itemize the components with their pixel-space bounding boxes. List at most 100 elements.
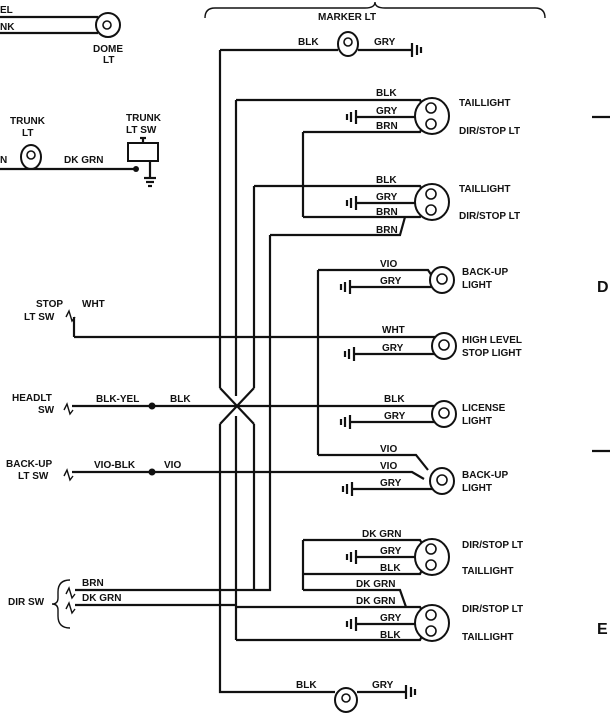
wire-label: GRY (374, 37, 396, 48)
trunk-light-circuit: TRUNK LT N DK GRN TRUNK LT SW (0, 113, 162, 188)
wire-label: GRY (380, 613, 402, 624)
dir-stop-a-label: DIR/STOP LT (459, 126, 520, 137)
wire-label: BLK (380, 563, 401, 574)
trunk-switch-label: TRUNK (126, 113, 162, 124)
wire-label: GRY (380, 478, 402, 489)
grid-label-e: E (597, 621, 608, 638)
wire-label: N (0, 155, 7, 166)
marker-light-label: MARKER LT (318, 12, 376, 23)
wire-label: WHT (82, 299, 105, 310)
headlight-switch-label: SW (38, 405, 55, 416)
taillight-assembly-b: BLK GRY BRN BRN TAILLIGHT DIR/STOP LT (254, 175, 520, 237)
wire-label: BLK (170, 394, 191, 405)
trunk-light-bulb (20, 144, 42, 170)
license-light-bulb (431, 400, 457, 428)
harness-trunk (218, 48, 338, 694)
grid-label-d: D (597, 279, 609, 296)
taillight-c-label: TAILLIGHT (462, 566, 513, 577)
taillight-assembly-c: DK GRN GRY BLK DIR/STOP LT TAILLIGHT (303, 529, 523, 577)
backup-light-a: VIO GRY BACK-UP LIGHT (318, 259, 508, 294)
wire-label: WHT (382, 325, 405, 336)
wire-label: BLK-YEL (96, 394, 139, 405)
wire-label: DK GRN (64, 155, 103, 166)
backup-light-b-bulb (429, 467, 455, 495)
wire-label: NK (0, 22, 15, 33)
bottom-marker-bulb (334, 687, 358, 713)
taillight-assembly-d: DK GRN DK GRN GRY BLK DIR/STOP LT TAILLI… (236, 579, 523, 643)
dome-light-circuit: EL NK DOME LT (0, 5, 123, 66)
high-level-stop-label: STOP LIGHT (462, 348, 522, 359)
dir-stop-c-label: DIR/STOP LT (462, 540, 523, 551)
wire-label: EL (0, 5, 13, 16)
trunk-light-switch (127, 142, 159, 162)
dir-stop-b-label: DIR/STOP LT (459, 211, 520, 222)
wire-label: BRN (376, 225, 398, 236)
dome-light-bulb (95, 12, 121, 38)
backup-light-a-label: BACK-UP (462, 267, 508, 278)
wire-label: GRY (372, 680, 394, 691)
wire-label: VIO (380, 444, 397, 455)
grid-margin: D E (592, 115, 610, 638)
stop-switch-label: STOP (36, 299, 63, 310)
wire-label: VIO (164, 460, 181, 471)
wire-label: GRY (376, 106, 398, 117)
taillight-b-bulb (414, 183, 450, 221)
wire-label: BLK (296, 680, 317, 691)
dome-light-label: DOME (93, 44, 123, 55)
taillight-d-bulb (414, 604, 450, 642)
taillight-a-label: TAILLIGHT (459, 98, 510, 109)
wire-label: GRY (384, 411, 406, 422)
high-level-stop-label: HIGH LEVEL (462, 335, 522, 346)
headlight-switch-label: HEADLT (12, 393, 52, 404)
taillight-a-bulb (414, 97, 450, 135)
taillight-c-bulb (414, 538, 450, 576)
marker-light: MARKER LT BLK GRY (298, 12, 423, 57)
stop-switch-label: LT SW (24, 312, 55, 323)
license-light-label: LIGHT (462, 416, 492, 427)
dir-stop-d-label: DIR/STOP LT (462, 604, 523, 615)
taillight-d-label: TAILLIGHT (462, 632, 513, 643)
wire-label: VIO-BLK (94, 460, 136, 471)
wire-label: BRN (82, 578, 104, 589)
backup-light-b-label: BACK-UP (462, 470, 508, 481)
stop-light-switch-circuit: STOP LT SW WHT WHT GRY HIGH LEVEL STOP L… (24, 299, 522, 361)
wire-label: VIO (380, 259, 397, 270)
wire-label: DK GRN (362, 529, 401, 540)
trunk-switch-label: LT SW (126, 125, 157, 136)
license-light-label: LICENSE (462, 403, 506, 414)
backup-light-b-label: LIGHT (462, 483, 492, 494)
wire-label: GRY (376, 192, 398, 203)
dome-light-label: LT (103, 55, 114, 66)
wire-label: GRY (382, 343, 404, 354)
wire-label: BLK (376, 175, 397, 186)
backup-switch-circuit: BACK-UP LT SW VIO-BLK VIO VIO VIO GRY BA… (6, 444, 508, 496)
marker-group-brace (204, 1, 546, 19)
backup-switch-label: LT SW (18, 471, 49, 482)
headlight-switch-circuit: HEADLT SW BLK-YEL BLK BLK GRY LICENSE LI… (12, 393, 506, 429)
wire-label: BLK (298, 37, 319, 48)
wire-label: DK GRN (356, 596, 395, 607)
wire-label: GRY (380, 546, 402, 557)
dir-switch-label: DIR SW (8, 597, 45, 608)
marker-light-bulb (337, 31, 359, 57)
backup-light-a-bulb (429, 266, 455, 294)
trunk-light-label: TRUNK (10, 116, 46, 127)
bottom-marker-light: BLK GRY (296, 680, 417, 713)
wire-label: DK GRN (82, 593, 121, 604)
backup-light-a-label: LIGHT (462, 280, 492, 291)
wire-label: BLK (376, 88, 397, 99)
wire-label: BLK (384, 394, 405, 405)
direction-switch-circuit: DIR SW BRN DK GRN (8, 576, 272, 629)
wire-label: BRN (376, 121, 398, 132)
wire-label: BRN (376, 207, 398, 218)
wire-label: VIO (380, 461, 397, 472)
taillight-b-label: TAILLIGHT (459, 184, 510, 195)
wire-label: GRY (380, 276, 402, 287)
wire-label: DK GRN (356, 579, 395, 590)
taillight-assembly-a: BLK GRY BRN TAILLIGHT DIR/STOP LT (236, 88, 520, 137)
backup-switch-label: BACK-UP (6, 459, 52, 470)
high-level-stop-bulb (431, 332, 457, 360)
trunk-light-label: LT (22, 128, 33, 139)
wire-label: BLK (380, 630, 401, 641)
